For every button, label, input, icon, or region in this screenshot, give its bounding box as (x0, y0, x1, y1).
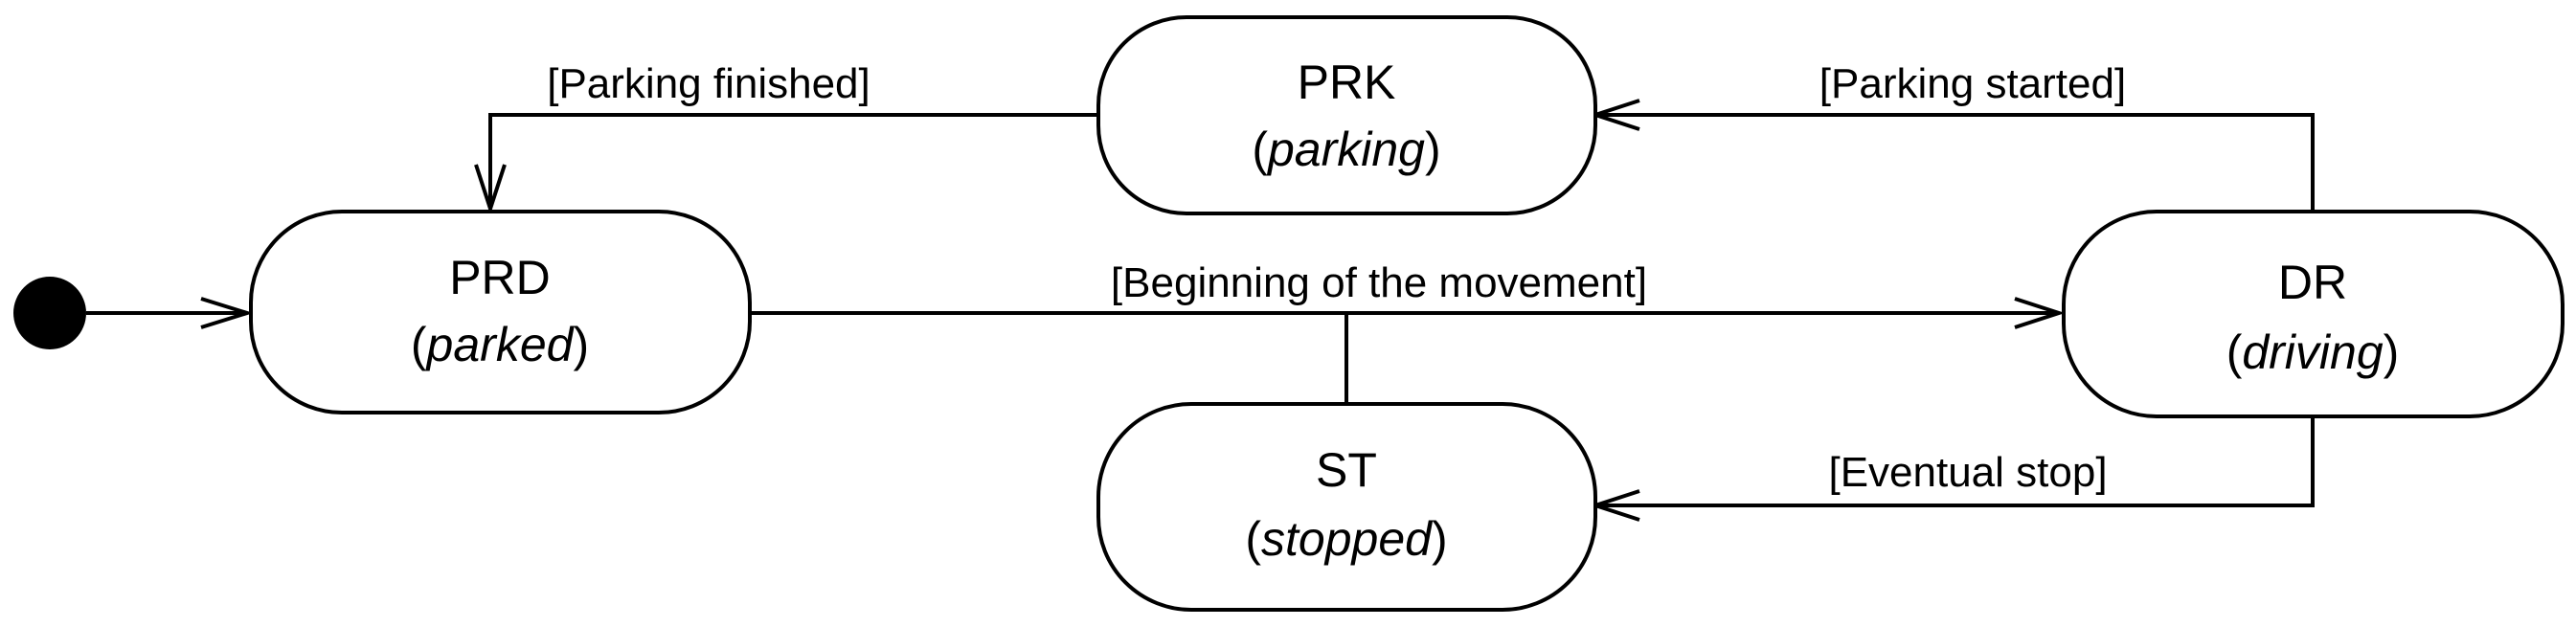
initial-transition-arrowhead (200, 297, 254, 329)
state-prk: PRK (parking) (1096, 15, 1597, 215)
state-prd: PRD (parked) (249, 210, 752, 414)
guard-eventual-stop: [Eventual stop] (1828, 449, 2107, 496)
state-st: ST (stopped) (1096, 402, 1597, 612)
eventual-stop-edge (1595, 416, 2315, 507)
parking-finished-edge (488, 113, 1098, 209)
guard-parking-finished: [Parking finished] (547, 60, 870, 107)
state-dr-desc: (driving) (2226, 325, 2400, 379)
guard-parking-started: [Parking started] (1819, 60, 2126, 107)
state-st-name: ST (1316, 443, 1377, 497)
state-dr-name: DR (2278, 256, 2347, 309)
state-dr: DR (driving) (2062, 210, 2565, 418)
beginning-movement-arrowhead (2014, 297, 2066, 329)
parking-started-edge (1595, 113, 2315, 212)
state-st-desc: (stopped) (1245, 512, 1447, 566)
guard-beginning-movement: [Beginning of the movement] (1111, 259, 1647, 306)
state-prk-desc: (parking) (1252, 123, 1440, 176)
state-prd-desc: (parked) (411, 318, 589, 371)
state-prk-name: PRK (1298, 56, 1396, 109)
initial-state-node (13, 277, 86, 349)
state-prd-name: PRD (449, 251, 551, 304)
parking-finished-arrowhead (474, 164, 507, 215)
